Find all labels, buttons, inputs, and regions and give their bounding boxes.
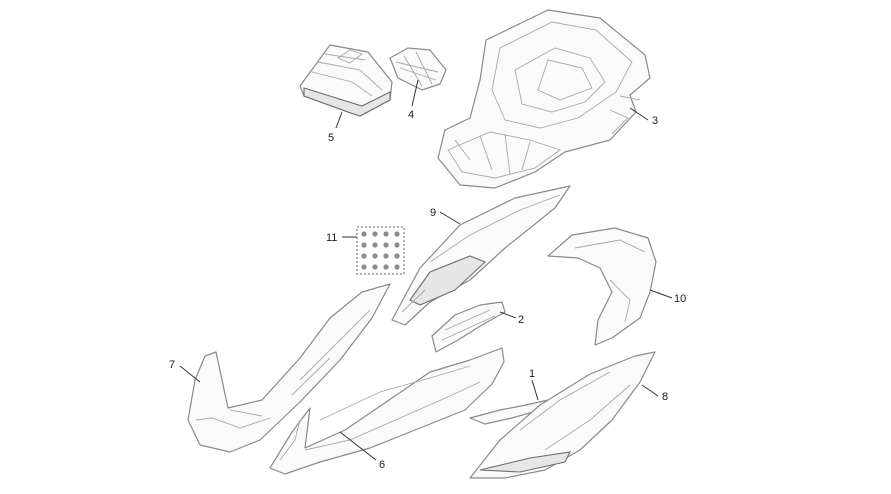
- part-10-rear-panel: [547, 227, 657, 346]
- kit-dot: [394, 264, 400, 270]
- kit-dot: [372, 242, 378, 248]
- callout-7: 7: [169, 359, 175, 371]
- callout-5: 5: [328, 132, 334, 144]
- callout-10: 10: [674, 293, 686, 305]
- part-9-upper-side-panel: [391, 185, 571, 326]
- kit-dot: [383, 253, 389, 259]
- callout-11: 11: [326, 232, 337, 244]
- part-2-inner-bracket: [431, 301, 506, 353]
- kit-dot: [394, 253, 400, 259]
- kit-dot: [394, 242, 400, 248]
- callout-1: 1: [529, 368, 535, 380]
- kit-dot: [361, 253, 367, 259]
- callout-8: 8: [662, 391, 668, 403]
- callout-9: 9: [430, 207, 436, 219]
- kit-dot: [361, 242, 367, 248]
- kit-dot: [394, 231, 400, 237]
- kit-dot: [361, 231, 367, 237]
- part-4-small-cover: [389, 47, 447, 91]
- kit-dot: [372, 253, 378, 259]
- callout-2: 2: [518, 314, 524, 326]
- part-7-inner-shield: [187, 283, 391, 453]
- kit-dot: [383, 231, 389, 237]
- kit-dots: [361, 231, 400, 270]
- kit-dot: [372, 231, 378, 237]
- callout-6: 6: [379, 459, 385, 471]
- part-6-footboard: [269, 347, 505, 475]
- part-11-screw-kit: [356, 226, 405, 275]
- part-3-underseat-compartment: [437, 9, 651, 189]
- callout-labels: 5 4 3 9 11 10 2 7 1 8 6: [169, 109, 686, 471]
- callout-3: 3: [652, 115, 658, 127]
- kit-dot: [383, 242, 389, 248]
- leader-lines: [179, 79, 673, 461]
- kit-dot: [361, 264, 367, 270]
- callout-4: 4: [408, 109, 414, 121]
- kit-dot: [383, 264, 389, 270]
- kit-dot: [372, 264, 378, 270]
- part-8-lower-side-panel: [469, 351, 656, 479]
- part-5-battery-box: [299, 44, 393, 117]
